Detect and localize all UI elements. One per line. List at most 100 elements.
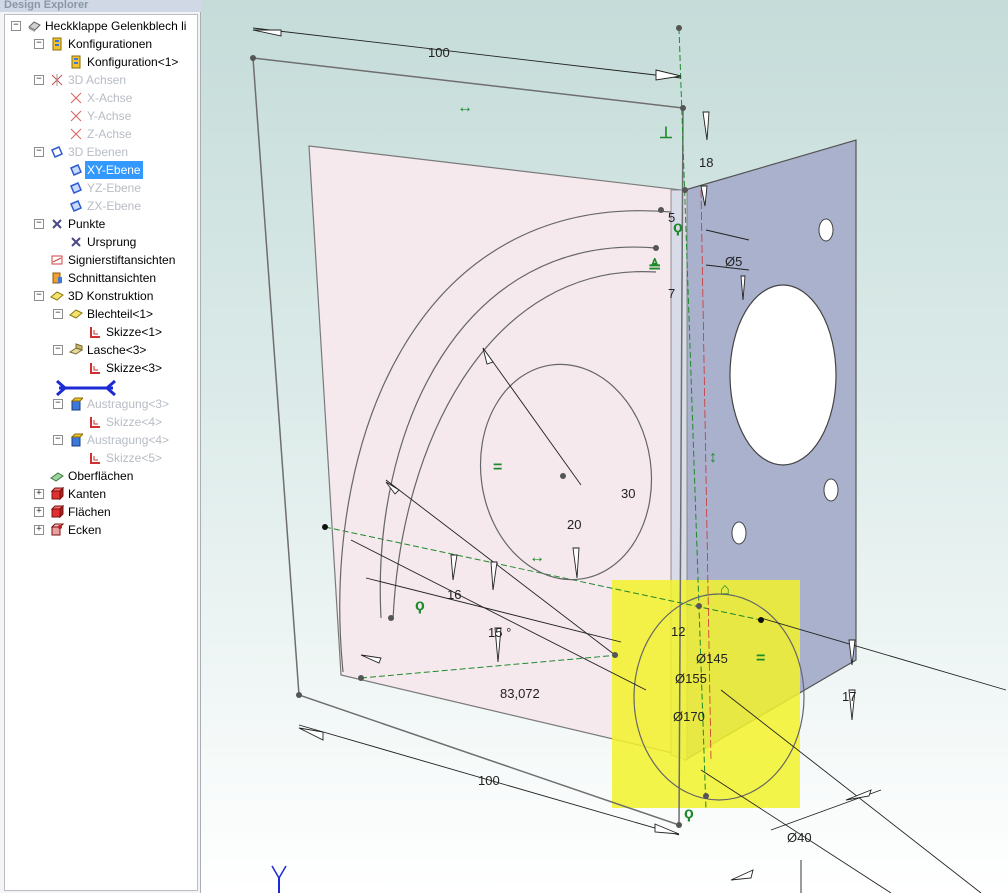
- tree-item-zx-ebene[interactable]: ZX-Ebene: [5, 197, 195, 215]
- plane-icon: [70, 182, 82, 194]
- tree-item-label: Austragung<3>: [87, 397, 170, 411]
- dimension-18[interactable]: 18: [699, 155, 713, 170]
- tree-item-oberflaechen[interactable]: Oberflächen: [5, 467, 195, 485]
- tree-item-label: Skizze<4>: [106, 415, 163, 429]
- horizontal-constraint-icon[interactable]: ↔: [457, 99, 473, 116]
- tree-item-3d-konstruktion[interactable]: − 3D Konstruktion: [5, 287, 195, 305]
- collapse-toggle[interactable]: −: [53, 435, 63, 445]
- sheet-metal-icon: [69, 309, 83, 319]
- large-hole[interactable]: [729, 284, 837, 466]
- tree-item-signierstiftansichten[interactable]: Signierstiftansichten: [5, 251, 195, 269]
- tangent-constraint-icon[interactable]: ϙ: [415, 597, 425, 614]
- tree-item-lasche-3[interactable]: − Lasche<3>: [5, 341, 195, 359]
- tangent-constraint-icon[interactable]: ϙ: [684, 805, 694, 822]
- small-hole[interactable]: [823, 478, 839, 502]
- rollback-bar-icon[interactable]: [55, 379, 117, 397]
- slot-arc-inner[interactable]: [392, 271, 657, 621]
- tree-item-3d-achsen[interactable]: − 3D Achsen: [5, 71, 195, 89]
- tree-item-y-achse[interactable]: Y-Achse: [5, 107, 195, 125]
- dimension-dia-5[interactable]: Ø5: [725, 254, 742, 269]
- collapse-toggle[interactable]: −: [34, 291, 44, 301]
- expand-toggle[interactable]: +: [34, 507, 44, 517]
- tangent-constraint-icon[interactable]: ϙ: [673, 219, 683, 236]
- tree-item-label: Konfigurationen: [68, 37, 153, 51]
- tree-item-schnittansichten[interactable]: Schnittansichten: [5, 269, 195, 287]
- dimension-width-top[interactable]: 100: [428, 45, 450, 60]
- fix-constraint-icon[interactable]: ⌂: [720, 581, 730, 598]
- tree-item-konfigurationen[interactable]: − Konfigurationen: [5, 35, 195, 53]
- dimension-width-bottom[interactable]: 100: [478, 773, 500, 788]
- dimension-dia-170[interactable]: Ø170: [673, 709, 705, 724]
- dimension-17[interactable]: 17: [842, 689, 856, 704]
- expand-toggle[interactable]: +: [34, 525, 44, 535]
- tree-item-austragung-3[interactable]: − Austragung<3>: [5, 395, 195, 413]
- tree-item-ursprung[interactable]: Ursprung: [5, 233, 195, 251]
- feature-tree[interactable]: − Heckklappe Gelenkblech li − Konfigurat…: [4, 14, 198, 891]
- dimension-dia-40[interactable]: Ø40: [787, 830, 812, 845]
- tree-item-xy-ebene[interactable]: XY-Ebene: [5, 161, 195, 179]
- equal-constraint-icon[interactable]: =: [493, 459, 502, 476]
- sketch-points[interactable]: [250, 25, 764, 828]
- dimension-12[interactable]: 12: [671, 624, 685, 639]
- tree-item-label: Oberflächen: [68, 469, 134, 483]
- perpendicular-constraint-icon[interactable]: ⊥: [659, 125, 673, 142]
- sketch-icon: [90, 363, 100, 374]
- slot-arc-outer[interactable]: [339, 210, 672, 673]
- corners-icon: [50, 523, 64, 536]
- tree-item-austragung-4[interactable]: − Austragung<4>: [5, 431, 195, 449]
- tree-item-punkte[interactable]: − Punkte: [5, 215, 195, 233]
- dimension-dia-155[interactable]: Ø155: [675, 671, 707, 686]
- small-hole[interactable]: [818, 218, 834, 242]
- slot-arc-mid[interactable]: [379, 246, 657, 619]
- axes-icon: [51, 74, 63, 86]
- dimension-angle-15[interactable]: 15 °: [488, 625, 511, 640]
- parallel-constraint-icon[interactable]: ≜: [648, 258, 661, 276]
- tree-item-kanten[interactable]: + Kanten: [5, 485, 195, 503]
- tree-item-skizze-3[interactable]: Skizze<3>: [5, 359, 195, 377]
- cad-scene[interactable]: ↔ ⊥ ↕ ↔ = = ϙ ϙ ϙ ⌂ ≜ 100 18 5 Ø5 7 30 2…: [201, 0, 1008, 893]
- collapse-toggle[interactable]: −: [34, 147, 44, 157]
- collapse-toggle[interactable]: −: [53, 345, 63, 355]
- vertical-constraint-icon[interactable]: ↕: [709, 449, 717, 466]
- dimension-lines: [252, 27, 1007, 893]
- corner-circle[interactable]: [633, 593, 805, 801]
- section-view-icon: [52, 272, 62, 284]
- collapse-toggle[interactable]: −: [34, 219, 44, 229]
- points-icon: [52, 219, 62, 229]
- dimension-83-072[interactable]: 83,072: [500, 686, 540, 701]
- collapse-toggle[interactable]: −: [11, 21, 21, 31]
- tree-item-label: YZ-Ebene: [87, 181, 142, 195]
- tree-item-x-achse[interactable]: X-Achse: [5, 89, 195, 107]
- collapse-toggle[interactable]: −: [53, 399, 63, 409]
- tree-item-label: Konfiguration<1>: [87, 55, 179, 69]
- dimension-16[interactable]: 16: [447, 587, 461, 602]
- tree-item-skizze-1[interactable]: Skizze<1>: [5, 323, 195, 341]
- tree-item-konfiguration-1[interactable]: Konfiguration<1>: [5, 53, 195, 71]
- 3d-viewport[interactable]: ↔ ⊥ ↕ ↔ = = ϙ ϙ ϙ ⌂ ≜ 100 18 5 Ø5 7 30 2…: [201, 0, 1008, 893]
- tree-item-flaechen[interactable]: + Flächen: [5, 503, 195, 521]
- center-circle[interactable]: [467, 353, 665, 591]
- dimension-30[interactable]: 30: [621, 486, 635, 501]
- tree-item-ecken[interactable]: + Ecken: [5, 521, 195, 539]
- dimension-7[interactable]: 7: [668, 286, 675, 301]
- tree-item-skizze-4[interactable]: Skizze<4>: [5, 413, 195, 431]
- small-hole[interactable]: [731, 521, 747, 545]
- tree-item-label: Lasche<3>: [87, 343, 147, 357]
- tree-item-yz-ebene[interactable]: YZ-Ebene: [5, 179, 195, 197]
- selection-highlight: [612, 580, 800, 808]
- tree-item-3d-ebenen[interactable]: − 3D Ebenen: [5, 143, 195, 161]
- tree-item-root[interactable]: − Heckklappe Gelenkblech li: [5, 17, 195, 35]
- dimension-20[interactable]: 20: [567, 517, 581, 532]
- collapse-toggle[interactable]: −: [34, 75, 44, 85]
- edges-icon: [50, 487, 64, 501]
- equal-constraint-icon[interactable]: =: [756, 650, 765, 667]
- tree-item-blechteil-1[interactable]: − Blechteil<1>: [5, 305, 195, 323]
- expand-toggle[interactable]: +: [34, 489, 44, 499]
- collapse-toggle[interactable]: −: [34, 39, 44, 49]
- tree-item-skizze-5[interactable]: Skizze<5>: [5, 449, 195, 467]
- dimension-dia-145[interactable]: Ø145: [696, 651, 728, 666]
- dimension-5[interactable]: 5: [668, 210, 675, 225]
- horizontal-constraint-icon[interactable]: ↔: [529, 549, 545, 566]
- collapse-toggle[interactable]: −: [53, 309, 63, 319]
- tree-item-z-achse[interactable]: Z-Achse: [5, 125, 195, 143]
